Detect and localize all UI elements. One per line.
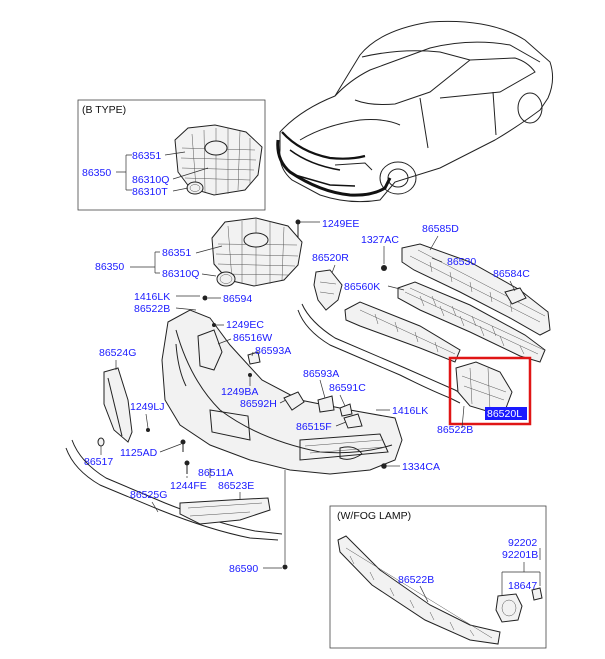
- grille-main: [211, 217, 303, 287]
- label-86524G[interactable]: 86524G: [99, 347, 136, 359]
- bulb-18647: [531, 587, 543, 601]
- label-1334CA[interactable]: 1334CA: [402, 461, 440, 473]
- label-86511A[interactable]: 86511A: [198, 467, 233, 479]
- front-bumper-cover: [161, 309, 403, 475]
- label-86351-b[interactable]: 86351: [132, 150, 161, 162]
- lower-strip-86522B: [297, 303, 467, 404]
- label-92201B[interactable]: 92201B: [502, 549, 538, 561]
- grille-b-type: [174, 124, 263, 196]
- emblem-b-type: [186, 181, 204, 195]
- bracket-86592H: [283, 391, 305, 411]
- label-86584C[interactable]: 86584C: [493, 268, 530, 280]
- label-86560K[interactable]: 86560K: [344, 281, 380, 293]
- label-86591C[interactable]: 86591C: [329, 382, 366, 394]
- label-86522B-mid[interactable]: 86522B: [437, 424, 473, 436]
- label-86350-b[interactable]: 86350: [82, 167, 111, 179]
- label-86520L-highlighted[interactable]: 86520L: [487, 408, 522, 420]
- lower-lip-86525G: [65, 439, 283, 541]
- screw-1249EC: [212, 323, 216, 327]
- bolt-1125AD: [180, 439, 186, 452]
- bracket-86520R: [313, 269, 343, 311]
- emblem-main: [216, 271, 236, 287]
- label-86590[interactable]: 86590: [229, 563, 258, 575]
- label-86592H[interactable]: 86592H: [240, 398, 277, 410]
- plug-86517: [97, 437, 105, 447]
- label-86350[interactable]: 86350: [95, 261, 124, 273]
- label-18647[interactable]: 18647: [508, 580, 537, 592]
- highlight-label-bg: [485, 407, 527, 420]
- label-92202[interactable]: 92202: [508, 537, 537, 549]
- side-molding-86524G: [103, 367, 133, 443]
- car-illustration: [276, 20, 554, 203]
- lower-garnish-86523E: [179, 497, 271, 525]
- b-type-inset: (B TYPE) 86351 86350 86310Q 86310T: [77, 99, 266, 211]
- lower-strip-86522B-fog: [337, 535, 501, 645]
- label-86517[interactable]: 86517: [84, 456, 113, 468]
- label-86530[interactable]: 86530: [447, 256, 476, 268]
- clip-86590: [282, 564, 288, 570]
- absorber-86560K: [397, 281, 546, 363]
- label-86516W[interactable]: 86516W: [233, 332, 272, 344]
- label-86522B-fog[interactable]: 86522B: [398, 574, 434, 586]
- label-1249EC[interactable]: 1249EC: [226, 319, 264, 331]
- clip-86593A-top: [247, 351, 261, 365]
- label-1125AD[interactable]: 1125AD: [120, 447, 158, 459]
- label-86585D[interactable]: 86585D: [422, 223, 459, 235]
- fog-lamp-title: (W/FOG LAMP): [337, 510, 411, 522]
- label-86310T-b[interactable]: 86310T: [132, 186, 168, 198]
- clip-86591C: [339, 403, 353, 417]
- label-1249BA[interactable]: 1249BA: [221, 386, 258, 398]
- label-86594[interactable]: 86594: [223, 293, 252, 305]
- screw-1249EE: [295, 219, 301, 238]
- screw-1249BA: [248, 373, 252, 377]
- label-1244FE[interactable]: 1244FE: [170, 480, 207, 492]
- bolt-1244FE: [184, 460, 190, 474]
- label-86310Q[interactable]: 86310Q: [162, 268, 199, 280]
- bumper-beam-86530: [401, 243, 551, 336]
- nut-1327AC: [381, 265, 387, 271]
- bracket-86516W: [197, 329, 223, 371]
- clip-86594: [202, 295, 208, 301]
- nut-1334CA: [381, 463, 387, 469]
- bracket-86584C: [504, 287, 527, 305]
- fog-lamp-frame: [329, 505, 547, 649]
- label-1249EE[interactable]: 1249EE: [322, 218, 359, 230]
- b-type-title: (B TYPE): [82, 104, 126, 116]
- fog-lamp-inset: (W/FOG LAMP) 92202 92201B 86522B 18647: [329, 505, 547, 649]
- label-86351[interactable]: 86351: [162, 247, 191, 259]
- screw-1249LJ: [146, 428, 150, 432]
- label-86515F[interactable]: 86515F: [296, 421, 332, 433]
- clip-86593A: [317, 395, 335, 413]
- label-1416LK[interactable]: 1416LK: [392, 405, 428, 417]
- bracket-86515F: [343, 413, 363, 429]
- label-1327AC[interactable]: 1327AC: [361, 234, 399, 246]
- highlight-frame: [448, 356, 532, 426]
- label-86525G[interactable]: 86525G: [130, 489, 167, 501]
- label-1416LK-top[interactable]: 1416LK: [134, 291, 170, 303]
- label-1249LJ[interactable]: 1249LJ: [130, 401, 164, 413]
- label-86523E[interactable]: 86523E: [218, 480, 254, 492]
- label-86310Q-b[interactable]: 86310Q: [132, 174, 169, 186]
- b-type-frame: [77, 99, 266, 211]
- label-86593A-top[interactable]: 86593A: [255, 345, 291, 357]
- reinforcement-strip: [344, 301, 461, 363]
- bracket-86520L: [455, 361, 513, 413]
- label-86522B-top[interactable]: 86522B: [134, 303, 170, 315]
- label-86593A[interactable]: 86593A: [303, 368, 339, 380]
- label-86520R[interactable]: 86520R: [312, 252, 349, 264]
- fog-lamp-92201B: [495, 593, 523, 623]
